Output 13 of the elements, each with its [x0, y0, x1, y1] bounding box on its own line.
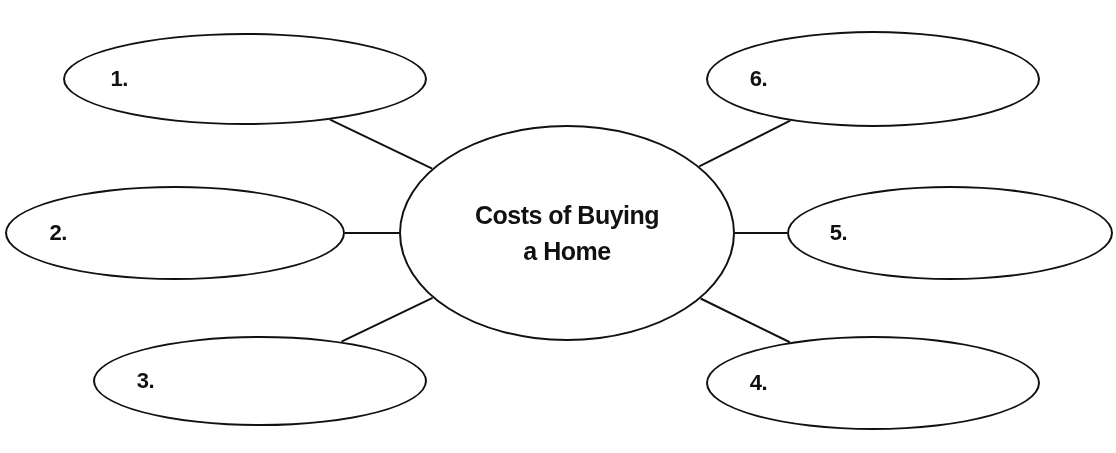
connector-line: [698, 119, 792, 168]
connector-line: [329, 118, 434, 170]
item-number: 2.: [49, 220, 67, 246]
item-number: 6.: [749, 66, 768, 92]
item-number: 3.: [136, 368, 155, 394]
item-number: 5.: [829, 220, 848, 246]
connector-line: [340, 296, 434, 343]
connector-line: [344, 232, 400, 234]
item-number: 1.: [110, 66, 128, 92]
topic-title: Costs of Buying a Home: [473, 199, 661, 267]
connector-line: [699, 297, 791, 344]
connector-line: [734, 232, 788, 234]
item-number: 4.: [749, 370, 768, 396]
